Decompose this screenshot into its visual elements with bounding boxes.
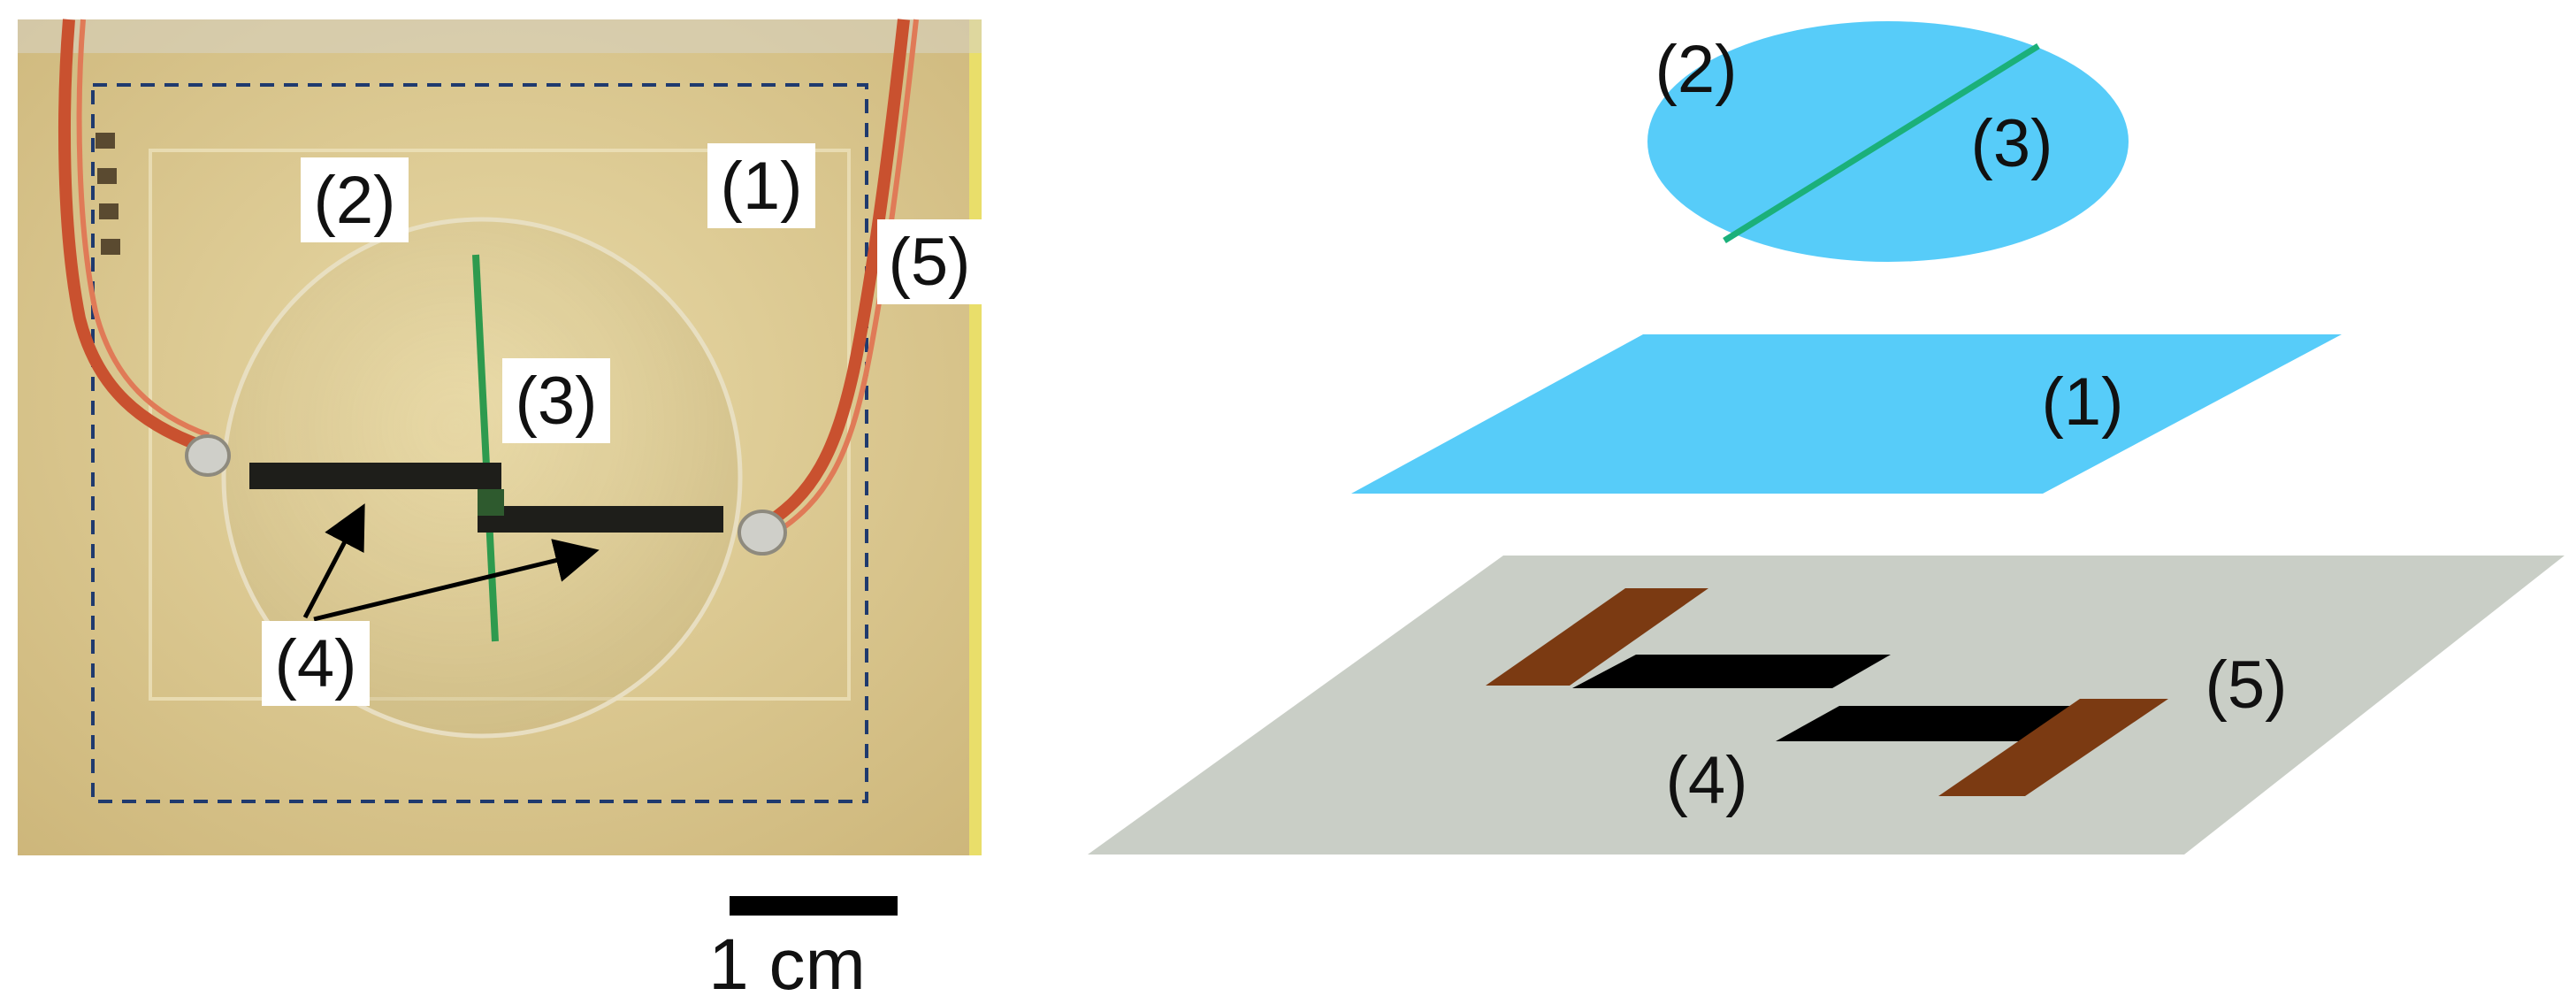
schematic-label-4: (4) xyxy=(1666,743,1748,818)
electrode-pad-left xyxy=(1486,588,1708,686)
left-wire-b xyxy=(76,19,210,438)
electrode-overlap xyxy=(478,489,504,516)
right-wire xyxy=(759,19,910,532)
photo-right-edge xyxy=(969,19,982,855)
photo-label-1: (1) xyxy=(721,149,803,224)
schematic-label-5: (5) xyxy=(2205,648,2288,723)
electrode-strip-left-schematic xyxy=(1572,655,1891,688)
schematic-label-3: (3) xyxy=(1971,106,2053,181)
layer-schematic: (2) (3) (1) (5) (4) xyxy=(1088,21,2565,855)
photo-top-band xyxy=(18,19,982,53)
electrode-pad-right xyxy=(1938,699,2168,796)
photo-label-2: (2) xyxy=(314,163,396,238)
schematic-channel-line xyxy=(1723,43,2040,243)
arrow-to-left-electrode xyxy=(302,503,365,619)
electrode-strip-right xyxy=(478,506,723,533)
scale-bar-label: 1 cm xyxy=(708,924,866,1004)
dashed-outline xyxy=(91,83,868,803)
film-layer xyxy=(1351,334,2342,494)
electrode-strip-left xyxy=(249,463,501,489)
scale-bar-line xyxy=(730,896,898,916)
left-contact xyxy=(185,434,231,477)
electrode-strip-right-schematic xyxy=(1776,706,2094,741)
right-contact xyxy=(738,510,787,556)
photo-label-5: (5) xyxy=(889,225,971,300)
scale-bar: 1 cm xyxy=(708,896,898,1004)
wire-wrap xyxy=(96,133,120,255)
substrate-layer xyxy=(1088,556,2565,855)
schematic-label-1: (1) xyxy=(2042,364,2124,440)
right-wire-b xyxy=(773,19,919,536)
photo-label-4: (4) xyxy=(275,626,357,701)
device-photo: (2) (1) (5) (3) (4) xyxy=(18,19,982,855)
left-wire xyxy=(58,19,206,453)
photo-label-3: (3) xyxy=(516,364,598,439)
arrow-to-right-electrode xyxy=(313,539,600,622)
schematic-label-2: (2) xyxy=(1655,32,1738,107)
